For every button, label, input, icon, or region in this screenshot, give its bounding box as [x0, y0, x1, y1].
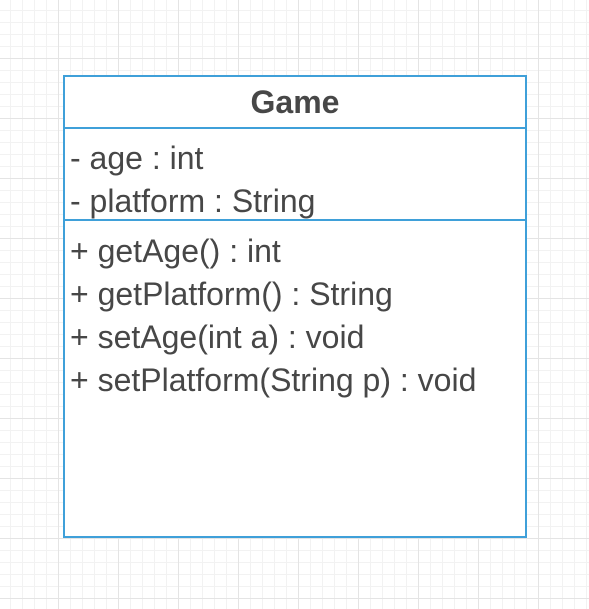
- method-get-age: + getAge() : int: [70, 233, 281, 269]
- class-name: Game: [65, 77, 525, 129]
- attribute-platform: - platform : String: [70, 183, 316, 219]
- attributes-compartment: - age : int - platform : String: [65, 129, 525, 221]
- method-set-platform: + setPlatform(String p) : void: [70, 362, 477, 398]
- method-get-platform: + getPlatform() : String: [70, 276, 393, 312]
- method-set-age: + setAge(int a) : void: [70, 319, 365, 355]
- uml-class-game[interactable]: Game - age : int - platform : String + g…: [63, 75, 527, 538]
- attribute-age: - age : int: [70, 140, 204, 176]
- methods-compartment: + getAge() : int + getPlatform() : Strin…: [65, 221, 525, 402]
